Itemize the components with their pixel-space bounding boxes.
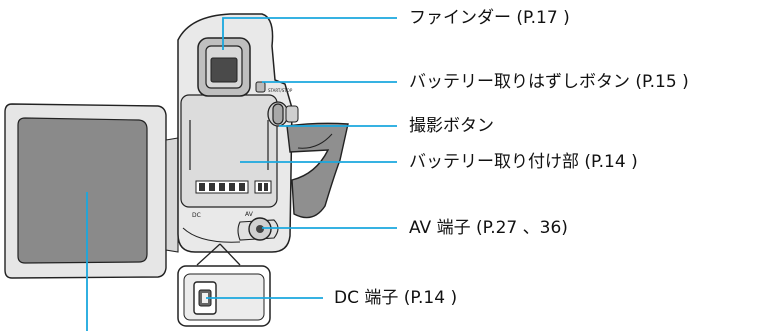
viewfinder-lens (210, 57, 238, 83)
dc-small-label: DC (192, 212, 201, 219)
av-jack-label: AV 端子 (P.27 、36) (409, 218, 568, 238)
av-jack (237, 217, 279, 241)
dc-jack-label: DC 端子 (P.14 ) (334, 288, 458, 308)
viewfinder-leader (222, 17, 397, 50)
record-button (267, 101, 299, 127)
av-small-label: AV (245, 211, 254, 218)
viewfinder (197, 37, 251, 97)
hand-strap (286, 122, 349, 219)
lcd-monitor (4, 103, 179, 279)
lcd-screen (17, 117, 148, 264)
start-stop-small-label: START/STOP (268, 88, 293, 93)
battery-release-label: バッテリー取りはずしボタン (P.15 ) (409, 72, 689, 92)
dc-jack-inset (177, 243, 271, 327)
record-button-label: 撮影ボタン (409, 116, 494, 136)
viewfinder-label: ファインダー (P.17 ) (409, 8, 570, 28)
leader-lines (86, 17, 397, 331)
battery-mount-label: バッテリー取り付け部 (P.14 ) (409, 152, 638, 172)
battery-release-button (255, 81, 266, 93)
battery-terminals (195, 180, 272, 194)
